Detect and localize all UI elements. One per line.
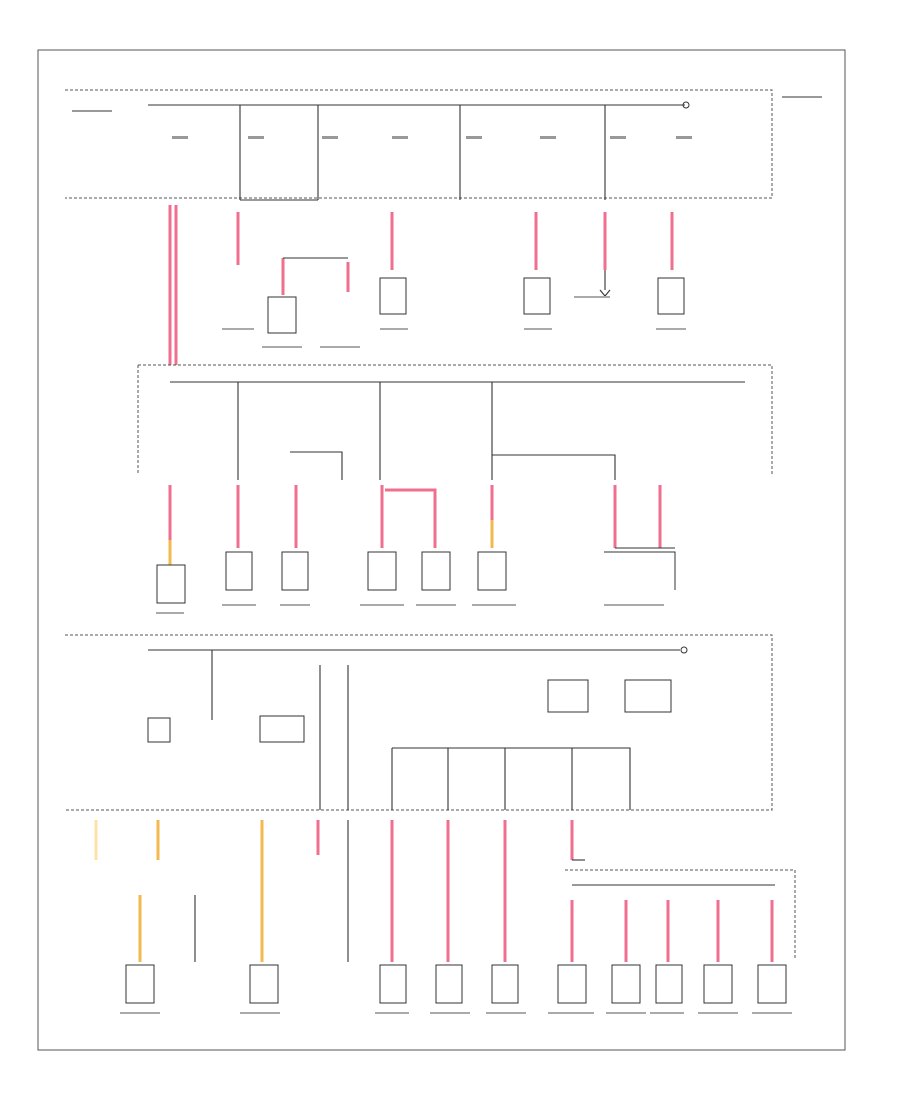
right-sub-block [565, 869, 796, 962]
middle-branch-wires [168, 485, 675, 565]
label-blocks [120, 296, 792, 1014]
page-border [37, 49, 846, 1051]
top-branch-wires [168, 205, 674, 365]
lower-fuse-block [65, 634, 773, 811]
top-fuse-block [65, 89, 822, 201]
middle-components [156, 551, 676, 604]
lower-branch-wires [94, 820, 585, 962]
bottom-components [125, 964, 787, 1004]
top-components [267, 277, 685, 334]
middle-fuse-block [137, 364, 773, 480]
